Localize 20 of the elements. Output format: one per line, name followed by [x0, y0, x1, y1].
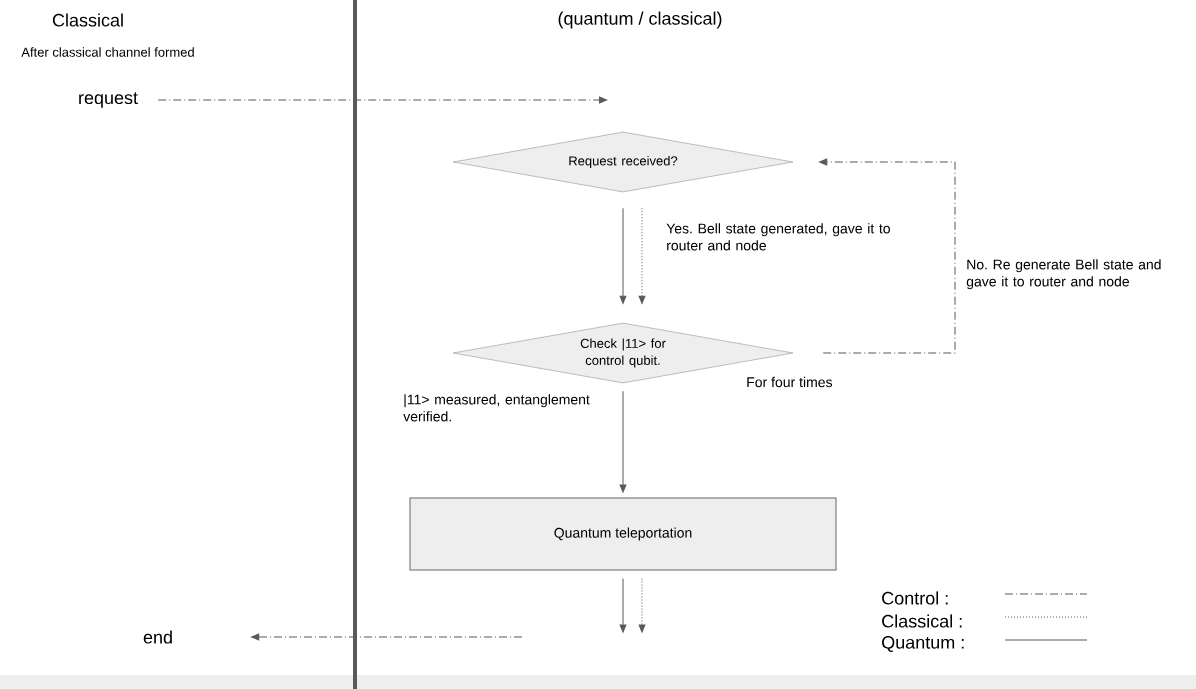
process-box: Quantum teleportation	[409, 497, 837, 571]
arrow	[638, 207, 646, 304]
edge-label: No. Re generate Bell state and gave it to router and node	[966, 259, 1161, 290]
flow-text: end	[143, 630, 172, 644]
arrow	[619, 390, 627, 493]
arrow	[619, 207, 627, 304]
arrow	[638, 578, 646, 633]
legend-text: Quantum :	[882, 636, 964, 652]
arrow	[819, 158, 956, 354]
arrow	[157, 96, 608, 104]
legend-text: Classical :	[882, 614, 962, 628]
column-heading: Classical	[52, 13, 123, 27]
edge-label: |11> measured, entanglement verified.	[403, 394, 590, 422]
edge-label: Yes. Bell state generated, gave it to router and node	[666, 223, 890, 251]
arrow	[619, 578, 627, 633]
note-text: After classical channel formed	[21, 47, 194, 57]
flow-text: request	[79, 92, 138, 108]
arrow	[251, 633, 523, 641]
legend-text: Control :	[882, 591, 948, 605]
column-heading: (quantum / classical)	[558, 11, 722, 29]
